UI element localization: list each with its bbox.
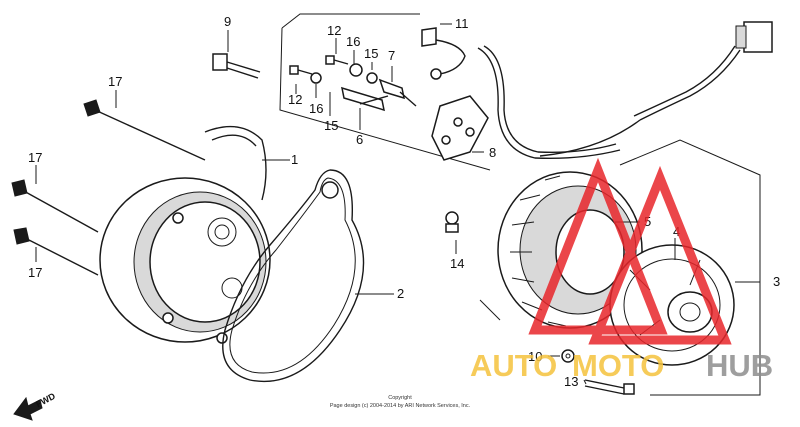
callout-4: 4 — [673, 224, 680, 239]
callout-1: 1 — [291, 152, 298, 167]
wire-harness[interactable] — [477, 21, 773, 160]
long-bolts[interactable] — [11, 99, 206, 276]
callout-2: 2 — [397, 286, 404, 301]
automotohub-watermark: AUTO MOTO HUB — [470, 157, 773, 383]
leader-lines — [35, 23, 760, 385]
callout-17-bottom: 17 — [28, 265, 42, 280]
callout-5: 5 — [644, 214, 651, 229]
brush-holder[interactable] — [341, 86, 389, 112]
callout-15-bottom: 15 — [324, 118, 338, 133]
callout-7: 7 — [388, 48, 395, 63]
callout-9: 9 — [224, 14, 231, 29]
rectifier-plate[interactable] — [431, 95, 489, 161]
copyright-line-2: Page design (c) 2004-2014 by ARI Network… — [330, 403, 471, 409]
callout-14: 14 — [450, 256, 464, 271]
callout-10: 10 — [528, 349, 542, 364]
fwd-label: FWD — [34, 391, 57, 410]
gasket[interactable] — [222, 169, 365, 383]
callout-3: 3 — [773, 274, 780, 289]
callout-16-bottom: 16 — [309, 101, 323, 116]
callouts: 1 2 3 4 5 6 7 8 9 10 11 12 12 13 14 15 1… — [28, 14, 780, 389]
callout-6: 6 — [356, 132, 363, 147]
callout-17-middle: 17 — [28, 150, 42, 165]
callout-12-bottom: 12 — [288, 92, 302, 107]
fwd-arrow: FWD — [13, 391, 57, 421]
plug-14[interactable] — [445, 211, 459, 233]
copyright-line-1: Copyright — [388, 395, 412, 401]
copyright: Copyright Page design (c) 2004-2014 by A… — [330, 395, 471, 409]
callout-8: 8 — [489, 145, 496, 160]
bolt-9[interactable] — [212, 53, 261, 79]
small-screws[interactable] — [289, 55, 378, 84]
callout-17-top: 17 — [108, 74, 122, 89]
callout-11: 11 — [455, 16, 469, 31]
watermark-text-auto: AUTO — [470, 348, 557, 383]
washer-10[interactable] — [561, 349, 575, 363]
callout-16-top: 16 — [346, 34, 360, 49]
stator-cover[interactable] — [99, 125, 271, 344]
bolt-13[interactable] — [584, 379, 635, 395]
callout-12-top: 12 — [327, 23, 341, 38]
callout-15-top: 15 — [364, 46, 378, 61]
callout-13: 13 — [564, 374, 578, 389]
assembly-frame — [279, 13, 761, 396]
watermark-text-hub: HUB — [706, 348, 773, 383]
terminal-11[interactable] — [421, 27, 466, 80]
watermark-text-moto: MOTO — [572, 348, 664, 383]
watermark-triangle-logo — [528, 157, 732, 345]
connector-7[interactable] — [378, 78, 417, 107]
